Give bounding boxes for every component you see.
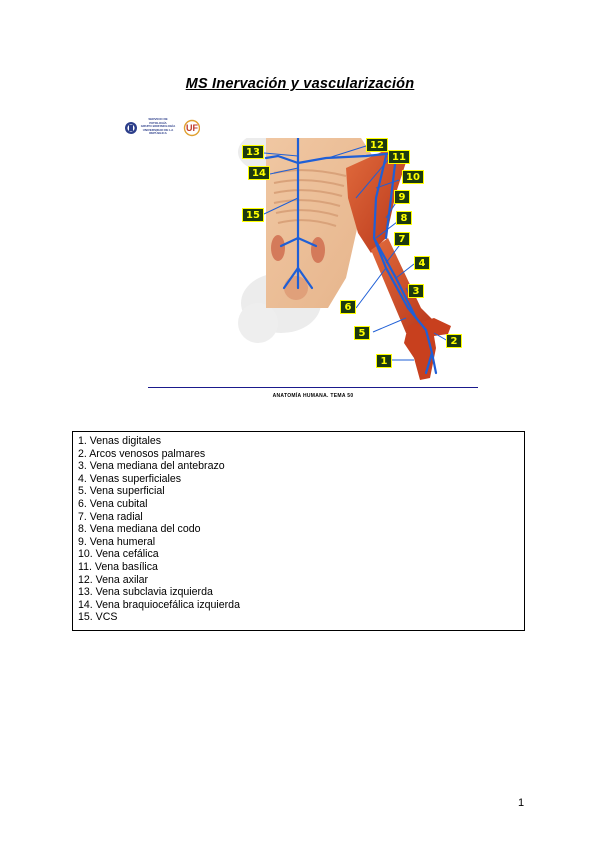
legend-item: 2. Arcos venosos palmares bbox=[78, 447, 206, 460]
figure-label-6: 6 bbox=[340, 300, 356, 314]
figure-label-15: 15 bbox=[242, 208, 264, 222]
faded-leg-silhouette bbox=[238, 303, 278, 343]
right-kidney bbox=[311, 237, 325, 263]
figure-label-10: 10 bbox=[402, 170, 424, 184]
legend-item: 6. Vena cubital bbox=[78, 497, 148, 510]
figure-caption: ANATOMÍA HUMANA. TEMA 50 bbox=[272, 393, 354, 399]
legend-item: 5. Vena superficial bbox=[78, 485, 165, 498]
legend-item: 7. Vena radial bbox=[78, 510, 143, 523]
page-number: 1 bbox=[518, 797, 525, 809]
figure-label-2: 2 bbox=[446, 334, 462, 348]
legend-item: 14. Vena braquiocefálica izquierda bbox=[78, 598, 240, 611]
legend-item: 4. Venas superficiales bbox=[78, 472, 182, 485]
legend-item: 10. Vena cefálica bbox=[78, 548, 159, 561]
left-kidney bbox=[271, 235, 285, 261]
figure-label-12: 12 bbox=[366, 138, 388, 152]
legend-item: 8. Vena mediana del codo bbox=[78, 523, 201, 536]
figure-label-14: 14 bbox=[248, 166, 270, 180]
bladder bbox=[284, 276, 308, 300]
university-seal-icon bbox=[125, 119, 201, 137]
legend-item: 9. Vena humeral bbox=[78, 535, 156, 548]
figure-label-1: 1 bbox=[376, 354, 392, 368]
caption-divider bbox=[148, 387, 478, 388]
legend-item: 11. Vena basílica bbox=[78, 560, 158, 573]
figure-label-5: 5 bbox=[354, 326, 370, 340]
figure-label-9: 9 bbox=[394, 190, 410, 204]
uf-logo-letters: UF bbox=[186, 123, 198, 133]
label-leader-lines bbox=[263, 145, 449, 361]
legend-item: 1. Venas digitales bbox=[78, 435, 162, 447]
figure-label-7: 7 bbox=[394, 232, 410, 246]
legend-item: 12. Vena axilar bbox=[78, 573, 149, 586]
figure-label-8: 8 bbox=[396, 211, 412, 225]
legend-item: 3. Vena mediana del antebrazo bbox=[78, 460, 225, 473]
figure-label-13: 13 bbox=[242, 145, 264, 159]
figure-label-4: 4 bbox=[414, 256, 430, 270]
legend-item: 15. VCS bbox=[78, 611, 118, 624]
figure-label-11: 11 bbox=[388, 150, 410, 164]
upper-arm bbox=[346, 150, 408, 253]
logo-institution-text: SERVICIO DE PATOLOGÍA GRUPO BIOFISIOLOGÍ… bbox=[140, 117, 176, 135]
legend-item: 13. Vena subclavia izquierda bbox=[78, 586, 213, 599]
figure-label-3: 3 bbox=[408, 284, 424, 298]
page-title: MS Inervación y vascularización bbox=[185, 76, 415, 92]
venous-system-illustration bbox=[238, 132, 451, 380]
hand bbox=[404, 318, 451, 380]
logo-group: SERVICIO DE PATOLOGÍA GRUPO BIOFISIOLOGÍ… bbox=[124, 116, 201, 144]
